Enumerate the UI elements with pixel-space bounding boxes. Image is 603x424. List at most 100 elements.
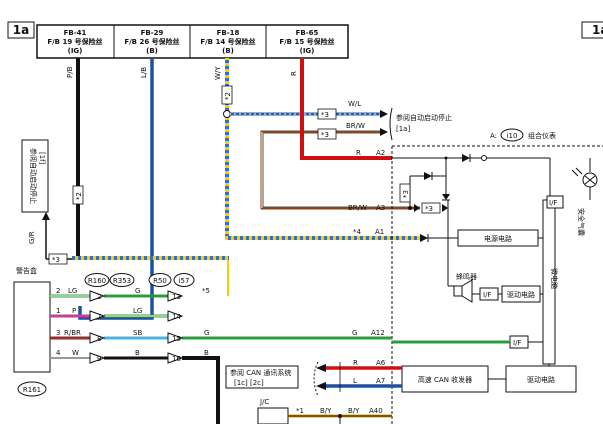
row2-pin3: 14 xyxy=(172,313,181,321)
wire-pb-star: *2 xyxy=(75,192,83,200)
row3-pin: 3 xyxy=(56,329,60,337)
if-label-3: I/F xyxy=(513,339,521,347)
if-label-1: I/F xyxy=(549,199,557,207)
warning-row-4: 4 W 9 B 16 B xyxy=(50,349,220,424)
drive-circuit-label: 驱动电路 xyxy=(507,290,535,299)
fuse-4-code: FB-65 xyxy=(296,29,319,37)
fuse-1-name: F/B 19 号保险丝 xyxy=(47,37,102,46)
pin-a2: A2 xyxy=(376,149,385,157)
meter-star-3b: *3 xyxy=(425,205,433,213)
row3-color2: SB xyxy=(133,329,142,337)
can-reference[interactable]: 参阅 CAN 通讯系统 [1c] [2c] xyxy=(225,365,299,389)
fuse-2-code: FB-29 xyxy=(141,29,164,37)
wire-wy-star-4: *4 xyxy=(353,228,362,236)
wire-pb: P/B *2 G/R *3 xyxy=(28,58,84,265)
row3-g-label: G xyxy=(204,329,209,337)
row1-pin3: 13 xyxy=(172,293,181,301)
can-bus-wires: R A6 L A7 xyxy=(313,359,402,397)
row1-color2: G xyxy=(135,287,140,295)
wire-brw-star: *3 xyxy=(321,131,329,139)
can-ref-code: [1c] [2c] xyxy=(234,379,264,387)
if-label-2: I/F xyxy=(483,291,491,299)
can-ref-text: 参阅 CAN 通讯系统 xyxy=(230,368,291,377)
wire-wy-label: W/Y xyxy=(214,66,222,80)
row4-color2: B xyxy=(135,349,140,357)
jc-label: J/C xyxy=(259,398,269,406)
microcomputer-label: 微电脑 xyxy=(550,268,559,289)
fuse-3-name: F/B 14 号保险丝 xyxy=(200,37,255,46)
page-tag-left: 1a xyxy=(7,21,35,39)
fuse-1-code: FB-41 xyxy=(64,29,87,37)
combination-meter-name: 组合仪表 xyxy=(528,131,556,140)
row1-star: *5 xyxy=(202,287,210,295)
wire-r: R R A2 xyxy=(290,58,392,160)
combination-meter-prefix: A: xyxy=(490,132,497,140)
row2-pin2: 7 xyxy=(97,313,101,321)
row3-pin3: 15 xyxy=(172,335,181,343)
fuse-4-cond: (IG) xyxy=(300,47,315,55)
row2-color: P xyxy=(72,307,76,315)
jc-by-label-2: B/Y xyxy=(348,407,360,415)
jc-star: *1 xyxy=(296,407,304,415)
pin-a6: A6 xyxy=(376,359,386,367)
wire-wl: W/L *3 xyxy=(229,100,388,120)
pin-a40: A40 xyxy=(369,407,383,415)
wire-wl-label: W/L xyxy=(348,100,361,108)
wire-brw-label: BR/W xyxy=(346,122,365,130)
can-l-label: L xyxy=(353,377,357,385)
jc-bottom: J/C *1 B/Y B/Y A40 xyxy=(257,398,392,424)
wire-wl-star: *3 xyxy=(321,111,329,119)
drive-circuit-2-label: 驱动电路 xyxy=(527,375,555,384)
ref-stop-right[interactable]: 参阅自动启动停止 [1a] xyxy=(389,107,452,141)
row3-pin2: 8 xyxy=(97,335,101,343)
ref-stop-right-text: 参阅自动启动停止 xyxy=(396,113,452,122)
ref-stop-left[interactable]: 参阅自动启动停止 [1f] xyxy=(21,139,49,213)
row4-pin3: 16 xyxy=(172,355,181,363)
warning-row-3: 3 R/BR 8 SB 15 G G A12 xyxy=(50,329,510,344)
row1-color: LG xyxy=(68,287,77,295)
warning-unit-label: 警告盒 xyxy=(16,266,37,275)
wire-wy-star: *2 xyxy=(224,92,232,100)
warning-row-1: 2 LG 2 G 13 *5 xyxy=(50,287,210,302)
pin-a12: A12 xyxy=(371,329,385,337)
connector-ids: R160 R353 R50 i57 xyxy=(84,273,195,287)
wire-gr-label: G/R xyxy=(28,231,36,244)
row1-pin: 2 xyxy=(56,287,60,295)
fuse-2-cond: (B) xyxy=(146,47,158,55)
wire-r-label-2: R xyxy=(356,149,361,157)
row4-b-label: B xyxy=(204,349,209,357)
page-tag-left-text: 1a xyxy=(13,23,29,37)
fuse-2-name: F/B 26 号保险丝 xyxy=(124,37,179,46)
meter-star-3a: *3 xyxy=(402,190,410,198)
power-circuit-label: 电源电路 xyxy=(484,234,512,243)
safety-indicator-label: 安全气囊 xyxy=(577,208,586,236)
wire-wy: W/Y *2 *4 A1 xyxy=(72,58,421,296)
ref-stop-left-code: [1f] xyxy=(38,152,46,165)
wire-pb-label: P/B xyxy=(66,66,74,78)
wire-pb-star-3: *3 xyxy=(52,256,60,264)
wire-lb-label: L/B xyxy=(140,67,148,78)
row4-color: W xyxy=(72,349,79,357)
wire-r-label: R xyxy=(290,71,298,76)
page-tag-right: 1a xyxy=(581,21,603,39)
connector-r50: R50 xyxy=(153,277,167,285)
wire-brw-label-2: BR/W xyxy=(348,204,367,212)
warning-unit: 警告盒 R161 xyxy=(13,266,51,397)
meter-internal-circuit: *3 *3 电源电路 微电脑 I/F 安全气囊 蜂鸣器 I/F xyxy=(392,154,598,393)
pin-a7: A7 xyxy=(376,377,385,385)
pin-a3: A3 xyxy=(376,204,385,212)
fuse-3-code: FB-18 xyxy=(217,29,240,37)
row2-pin: 1 xyxy=(56,307,60,315)
jc-by-label: B/Y xyxy=(320,407,332,415)
row2-color2: LG xyxy=(133,307,142,315)
combination-meter-code: i10 xyxy=(507,132,518,140)
wire-brw: BR/W *3 BR/W A3 xyxy=(260,122,420,212)
connector-r160: R160 xyxy=(88,277,106,285)
can-transceiver-label: 高速 CAN 收发器 xyxy=(418,375,472,384)
warning-unit-code: R161 xyxy=(23,386,41,394)
warning-row-2: 1 P 7 LG 14 xyxy=(50,307,184,322)
pin-a1: A1 xyxy=(375,228,384,236)
row4-pin2: 9 xyxy=(97,355,101,363)
fuse-3-cond: (B) xyxy=(222,47,234,55)
